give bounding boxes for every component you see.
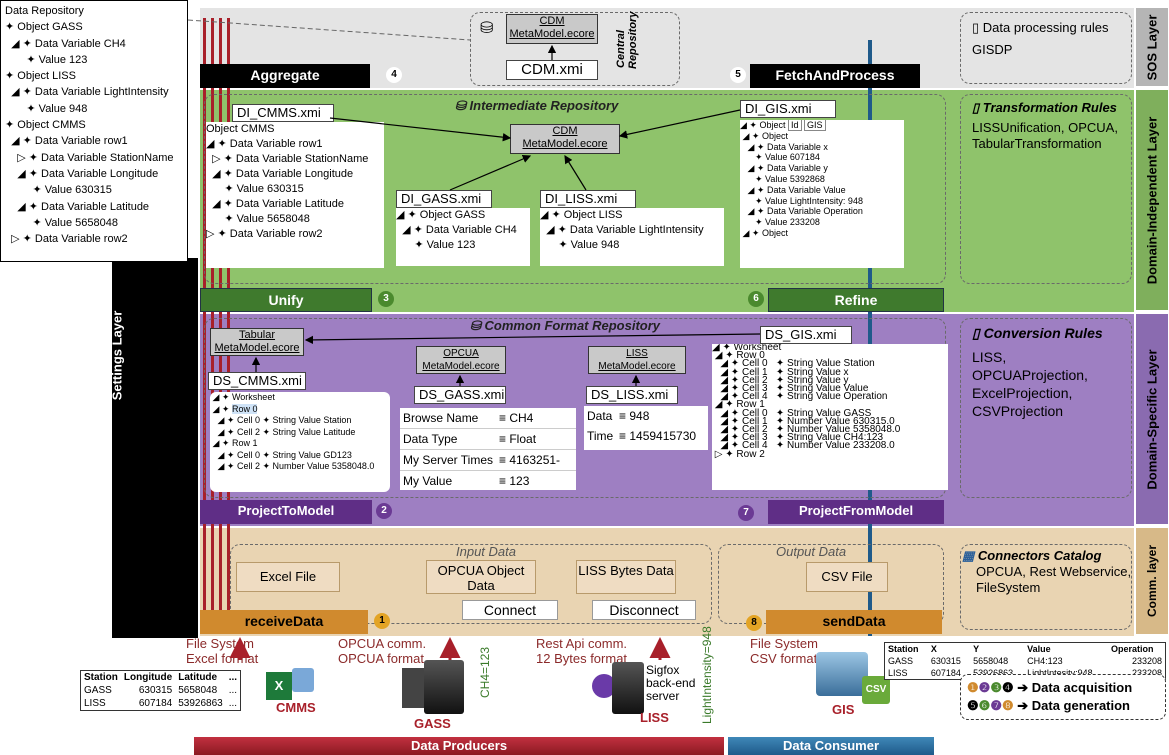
acq-arrow-4 [227, 18, 230, 628]
connect-button[interactable]: Connect [462, 600, 558, 620]
light-value-label: LightIntensity=948 [700, 626, 714, 724]
receivedata-step: receiveData [200, 610, 368, 634]
intermediate-repository-title: ⛁ Intermediate Repository [455, 98, 619, 113]
ds-cmms-tree: ◢ ✦ Worksheet ◢ ✦ Row 0 ◢ ✦ Cell 0 ✦ Str… [210, 392, 390, 492]
cmms-app-icon [292, 668, 314, 692]
step-4-badge: 4 [386, 67, 402, 83]
data-producers-bar: Data Producers [194, 737, 724, 755]
cdm-xmi: CDM.xmi [506, 60, 598, 80]
common-format-repository-title: ⛁ Common Format Repository [470, 318, 661, 333]
gis-label: GIS [832, 702, 855, 717]
ds-liss-table: Data≡ 948 Time≡ 1459415730 [584, 406, 708, 450]
ds-cmms-file: DS_CMMS.xmi [208, 372, 306, 390]
gen-arrow [868, 40, 872, 636]
gis-map-icon [816, 652, 868, 696]
step-6-badge: 6 [748, 291, 764, 307]
ds-layer-label: Domain-Specific Layer [1136, 314, 1168, 526]
connectors-catalog-box [960, 544, 1132, 630]
aggregate-step: Aggregate [200, 64, 370, 88]
sigfox-label: Sigfox back-end server [646, 663, 696, 703]
fetchandprocess-step: FetchAndProcess [750, 64, 920, 88]
liss-protocol: Rest Api comm. 12 Bytes format [536, 636, 628, 666]
intermediate-repository [204, 94, 946, 284]
transformation-db-icon: ▯ [972, 100, 980, 115]
legend: ❶❷❸❹ ➔ Data acquisition ❺❻❼❽ ➔ Data gene… [960, 674, 1166, 720]
di-gass-tree: ◢ ✦ Object GASS ◢ ✦ Data Variable CH4 ✦ … [396, 208, 530, 266]
di-cmms-file: DI_CMMS.xmi [232, 104, 334, 122]
di-gass-file: DI_GASS.xmi [396, 190, 492, 208]
acq-arrow-3 [219, 18, 222, 628]
step-5-badge: 5 [730, 67, 746, 83]
tabular-metamodel: Tabular MetaModel.ecore [210, 328, 304, 356]
rules-db-icon: ▯ [972, 20, 980, 35]
opcua-object-data: OPCUA Object Data [426, 560, 536, 594]
liss-label: LISS [640, 710, 669, 725]
step-8-badge: 8 [746, 615, 762, 631]
conversion-rules-box [960, 318, 1132, 498]
ds-gis-tree: ◢ ✦ Worksheet ◢ ✦ Row 0 ◢ ✦ Cell 0 ✦ Str… [712, 344, 948, 490]
gass-protocol: OPCUA comm. OPCUA format [338, 636, 427, 666]
ds-gass-table: Browse Name≡ CH4 Data Type≡ Float My Ser… [400, 408, 576, 490]
disconnect-button[interactable]: Disconnect [592, 600, 696, 620]
ch4-value-label: CH4=123 [478, 646, 492, 698]
step-7-badge: 7 [738, 505, 754, 521]
step-2-badge: 2 [376, 503, 392, 519]
unify-step: Unify [200, 288, 372, 312]
settings-layer: Settings Layer [109, 258, 198, 638]
ds-liss-file: DS_LISS.xmi [586, 386, 678, 404]
cmms-label: CMMS [276, 700, 316, 715]
di-liss-tree: ◢ ✦ Object LISS ◢ ✦ Data Variable LightI… [540, 208, 724, 266]
transformation-rules-box [960, 94, 1132, 284]
data-processing-rules-box [960, 12, 1132, 84]
opcua-metamodel: OPCUA MetaModel.ecore [416, 346, 506, 374]
conversion-rules: ▯ Conversion Rules LISS, OPCUAProjection… [972, 325, 1103, 419]
input-data-title: Input Data [456, 544, 516, 559]
data-consumer-bar: Data Consumer [728, 737, 934, 755]
di-gis-file: DI_GIS.xmi [740, 100, 836, 118]
cmms-protocol: File System Excel format [186, 636, 259, 666]
comm-layer-label: Comm. layer [1136, 528, 1168, 636]
step-3-badge: 3 [378, 291, 394, 307]
liss-server-icon [612, 662, 644, 714]
database-icon: ⛁ [480, 20, 494, 37]
excel-file-data: Excel File [236, 562, 340, 592]
projecttomodel-step: ProjectToModel [200, 500, 372, 524]
central-repository [470, 12, 680, 86]
gis-protocol: File System CSV format [750, 636, 818, 666]
di-gis-tree: ◢ ✦ Object Id GIS ◢ ✦ Object ◢ ✦ Data Va… [740, 120, 904, 268]
gass-server-icon [424, 660, 464, 714]
input-data-box [230, 544, 712, 624]
liss-bytes-data: LISS Bytes Data [576, 560, 676, 594]
transformation-rules: ▯ Transformation Rules LISSUnification, … [972, 100, 1118, 151]
data-processing-rules: ▯ Data processing rules GISDP [972, 20, 1109, 57]
step-1-badge: 1 [374, 613, 390, 629]
ds-gass-file: DS_GASS.xmi [414, 386, 506, 404]
senddata-step: sendData [766, 610, 942, 634]
central-repository-label: Central Repository [615, 11, 639, 69]
conversion-db-icon: ▯ [972, 325, 980, 341]
gass-label: GASS [414, 716, 451, 731]
excel-icon: X [266, 672, 292, 700]
cdm-metamodel-di: CDM MetaModel.ecore [510, 124, 620, 154]
sos-layer-label: SOS Layer [1136, 8, 1168, 88]
di-liss-file: DI_LISS.xmi [540, 190, 636, 208]
connectors-catalog: ▦ Connectors Catalog OPCUA, Rest Webserv… [962, 548, 1132, 595]
cdm-metamodel-sos: CDM MetaModel.ecore [506, 14, 598, 44]
liss-metamodel: LISS MetaModel.ecore [588, 346, 686, 374]
projectfrommodel-step: ProjectFromModel [768, 500, 944, 524]
refine-step: Refine [768, 288, 944, 312]
data-repository-tree: Data Repository ✦ Object GASS ◢ ✦ Data V… [0, 0, 188, 262]
output-data-title: Output Data [776, 544, 847, 559]
gass-device-icon [402, 668, 424, 708]
book-icon: ▦ [962, 548, 975, 563]
csv-icon: CSV [862, 676, 890, 704]
di-layer-label: Domain-Independent Layer [1136, 90, 1168, 312]
ds-gis-file: DS_GIS.xmi [760, 326, 852, 344]
di-cmms-tree: Object CMMS ◢ ✦ Data Variable row1 ▷ ✦ D… [206, 122, 384, 268]
csv-file-data: CSV File [806, 562, 888, 592]
